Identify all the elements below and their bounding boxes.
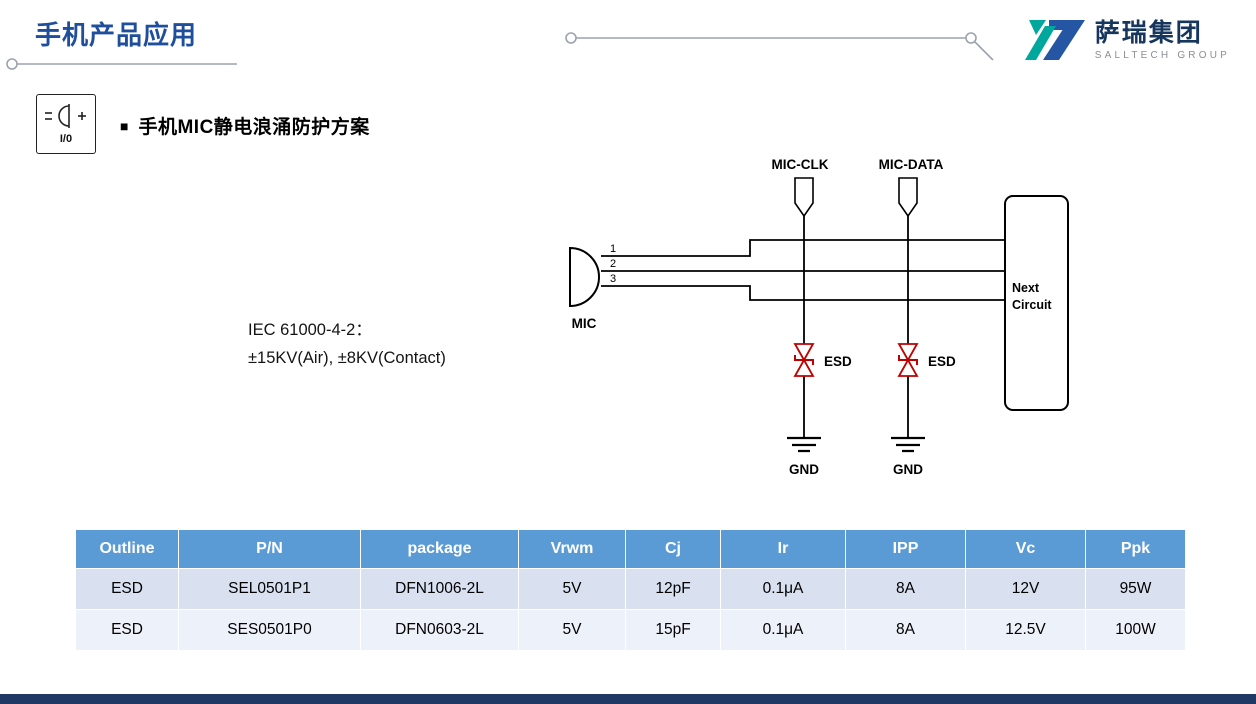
iec-line-2: ±15KV(Air), ±8KV(Contact) bbox=[248, 349, 446, 367]
circuit-diagram: MIC-CLK MIC-DATA MIC 1 2 3 ESD ESD GND G… bbox=[569, 157, 1069, 477]
table-cell: 0.1μA bbox=[720, 609, 846, 651]
esd-diode2-lower-icon bbox=[897, 358, 919, 377]
table-cell: DFN1006-2L bbox=[360, 568, 519, 610]
table-cell: 15pF bbox=[625, 609, 721, 651]
esd-diode1-bar-icon bbox=[794, 355, 814, 365]
section-heading: ■ 手机MIC静电浪涌防护方案 bbox=[120, 112, 370, 139]
table-cell: SES0501P0 bbox=[178, 609, 361, 651]
mic-label: MIC bbox=[572, 316, 597, 331]
table-cell: 12.5V bbox=[965, 609, 1086, 651]
table-cell: 12pF bbox=[625, 568, 721, 610]
gnd-symbol-2-icon bbox=[891, 436, 925, 453]
iec-line-1: IEC 61000-4-2： bbox=[248, 321, 372, 339]
header-cell-vc: Vc bbox=[965, 529, 1086, 569]
table-cell: 5V bbox=[518, 568, 626, 610]
logo-name-en: SALLTECH GROUP bbox=[1094, 49, 1230, 61]
table-cell: 8A bbox=[845, 568, 966, 610]
mic-data-label: MIC-DATA bbox=[879, 157, 944, 172]
table-header-row: Outline P/N package Vrwm Cj Ir IPP Vc Pp… bbox=[75, 529, 1186, 569]
table-cell: 5V bbox=[518, 609, 626, 651]
esd-label-2: ESD bbox=[928, 354, 956, 369]
esd-diode2-upper-icon bbox=[897, 343, 919, 362]
header-cell-ppk: Ppk bbox=[1085, 529, 1186, 569]
header-cell-ipp: IPP bbox=[845, 529, 966, 569]
table-row: ESD SEL0501P1 DFN1006-2L 5V 12pF 0.1μA 8… bbox=[75, 568, 1186, 610]
mic-clk-connector-icon bbox=[794, 177, 814, 218]
table-cell: 0.1μA bbox=[720, 568, 846, 610]
table-cell: DFN0603-2L bbox=[360, 609, 519, 651]
pin-3-label: 3 bbox=[610, 273, 616, 285]
mic-data-connector-icon bbox=[898, 177, 918, 218]
pin-2-label: 2 bbox=[610, 258, 616, 270]
table-cell: 100W bbox=[1085, 609, 1186, 651]
spec-table: Outline P/N package Vrwm Cj Ir IPP Vc Pp… bbox=[75, 529, 1186, 651]
header-cell-cj: Cj bbox=[625, 529, 721, 569]
esd-label-1: ESD bbox=[824, 354, 852, 369]
esd-diode2-bar-icon bbox=[898, 355, 918, 365]
mic-circuit-icon bbox=[45, 104, 86, 128]
iec-standard-note: IEC 61000-4-2： ±15KV(Air), ±8KV(Contact) bbox=[248, 316, 446, 372]
table-cell: ESD bbox=[75, 609, 179, 651]
io-badge-label: I/0 bbox=[59, 133, 73, 145]
bullet-icon: ■ bbox=[120, 117, 129, 134]
table-cell: 12V bbox=[965, 568, 1086, 610]
gnd-label-2: GND bbox=[893, 462, 923, 477]
esd-diode1-upper-icon bbox=[793, 343, 815, 362]
header-cell-outline: Outline bbox=[75, 529, 179, 569]
logo-mark-icon bbox=[1024, 20, 1085, 60]
section-title: 手机MIC静电浪涌防护方案 bbox=[138, 117, 370, 138]
pin-1-label: 1 bbox=[610, 243, 616, 255]
next-circuit-label-1: Next bbox=[1012, 281, 1040, 295]
table-cell: ESD bbox=[75, 568, 179, 610]
gnd-label-1: GND bbox=[789, 462, 819, 477]
mic-symbol-icon bbox=[569, 246, 600, 308]
mic-clk-label: MIC-CLK bbox=[772, 157, 829, 172]
page-title: 手机产品应用 bbox=[35, 20, 198, 50]
logo: 萨瑞集团 SALLTECH GROUP bbox=[1023, 14, 1230, 64]
gnd-symbol-1-icon bbox=[787, 436, 821, 453]
header-cell-package: package bbox=[360, 529, 519, 569]
logo-name-cn: 萨瑞集团 bbox=[1094, 18, 1203, 47]
table-row: ESD SES0501P0 DFN0603-2L 5V 15pF 0.1μA 8… bbox=[75, 609, 1186, 651]
esd-diode1-lower-icon bbox=[793, 358, 815, 377]
table-cell: 95W bbox=[1085, 568, 1186, 610]
header-cell-ir: Ir bbox=[720, 529, 846, 569]
table-cell: SEL0501P1 bbox=[178, 568, 361, 610]
header-cell-pn: P/N bbox=[178, 529, 361, 569]
next-circuit-block bbox=[1004, 195, 1069, 411]
next-circuit-label-2: Circuit bbox=[1012, 298, 1052, 312]
wire-pin3 bbox=[601, 285, 1005, 301]
table-cell: 8A bbox=[845, 609, 966, 651]
wire-pin1 bbox=[601, 239, 1005, 257]
header-cell-vrwm: Vrwm bbox=[518, 529, 626, 569]
io-port-badge: I/0 bbox=[36, 94, 96, 154]
footer-bar bbox=[0, 694, 1256, 704]
logo-text: 萨瑞集团 SALLTECH GROUP bbox=[1095, 18, 1230, 61]
